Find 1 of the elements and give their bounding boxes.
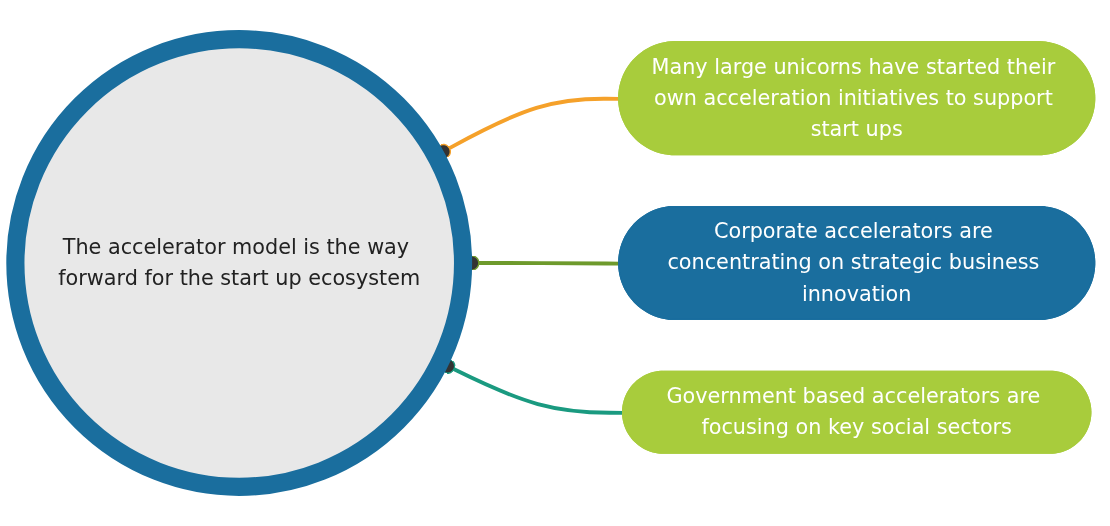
- node-circle: The accelerator model is the way forward for the start up ecosystem: [6, 30, 473, 496]
